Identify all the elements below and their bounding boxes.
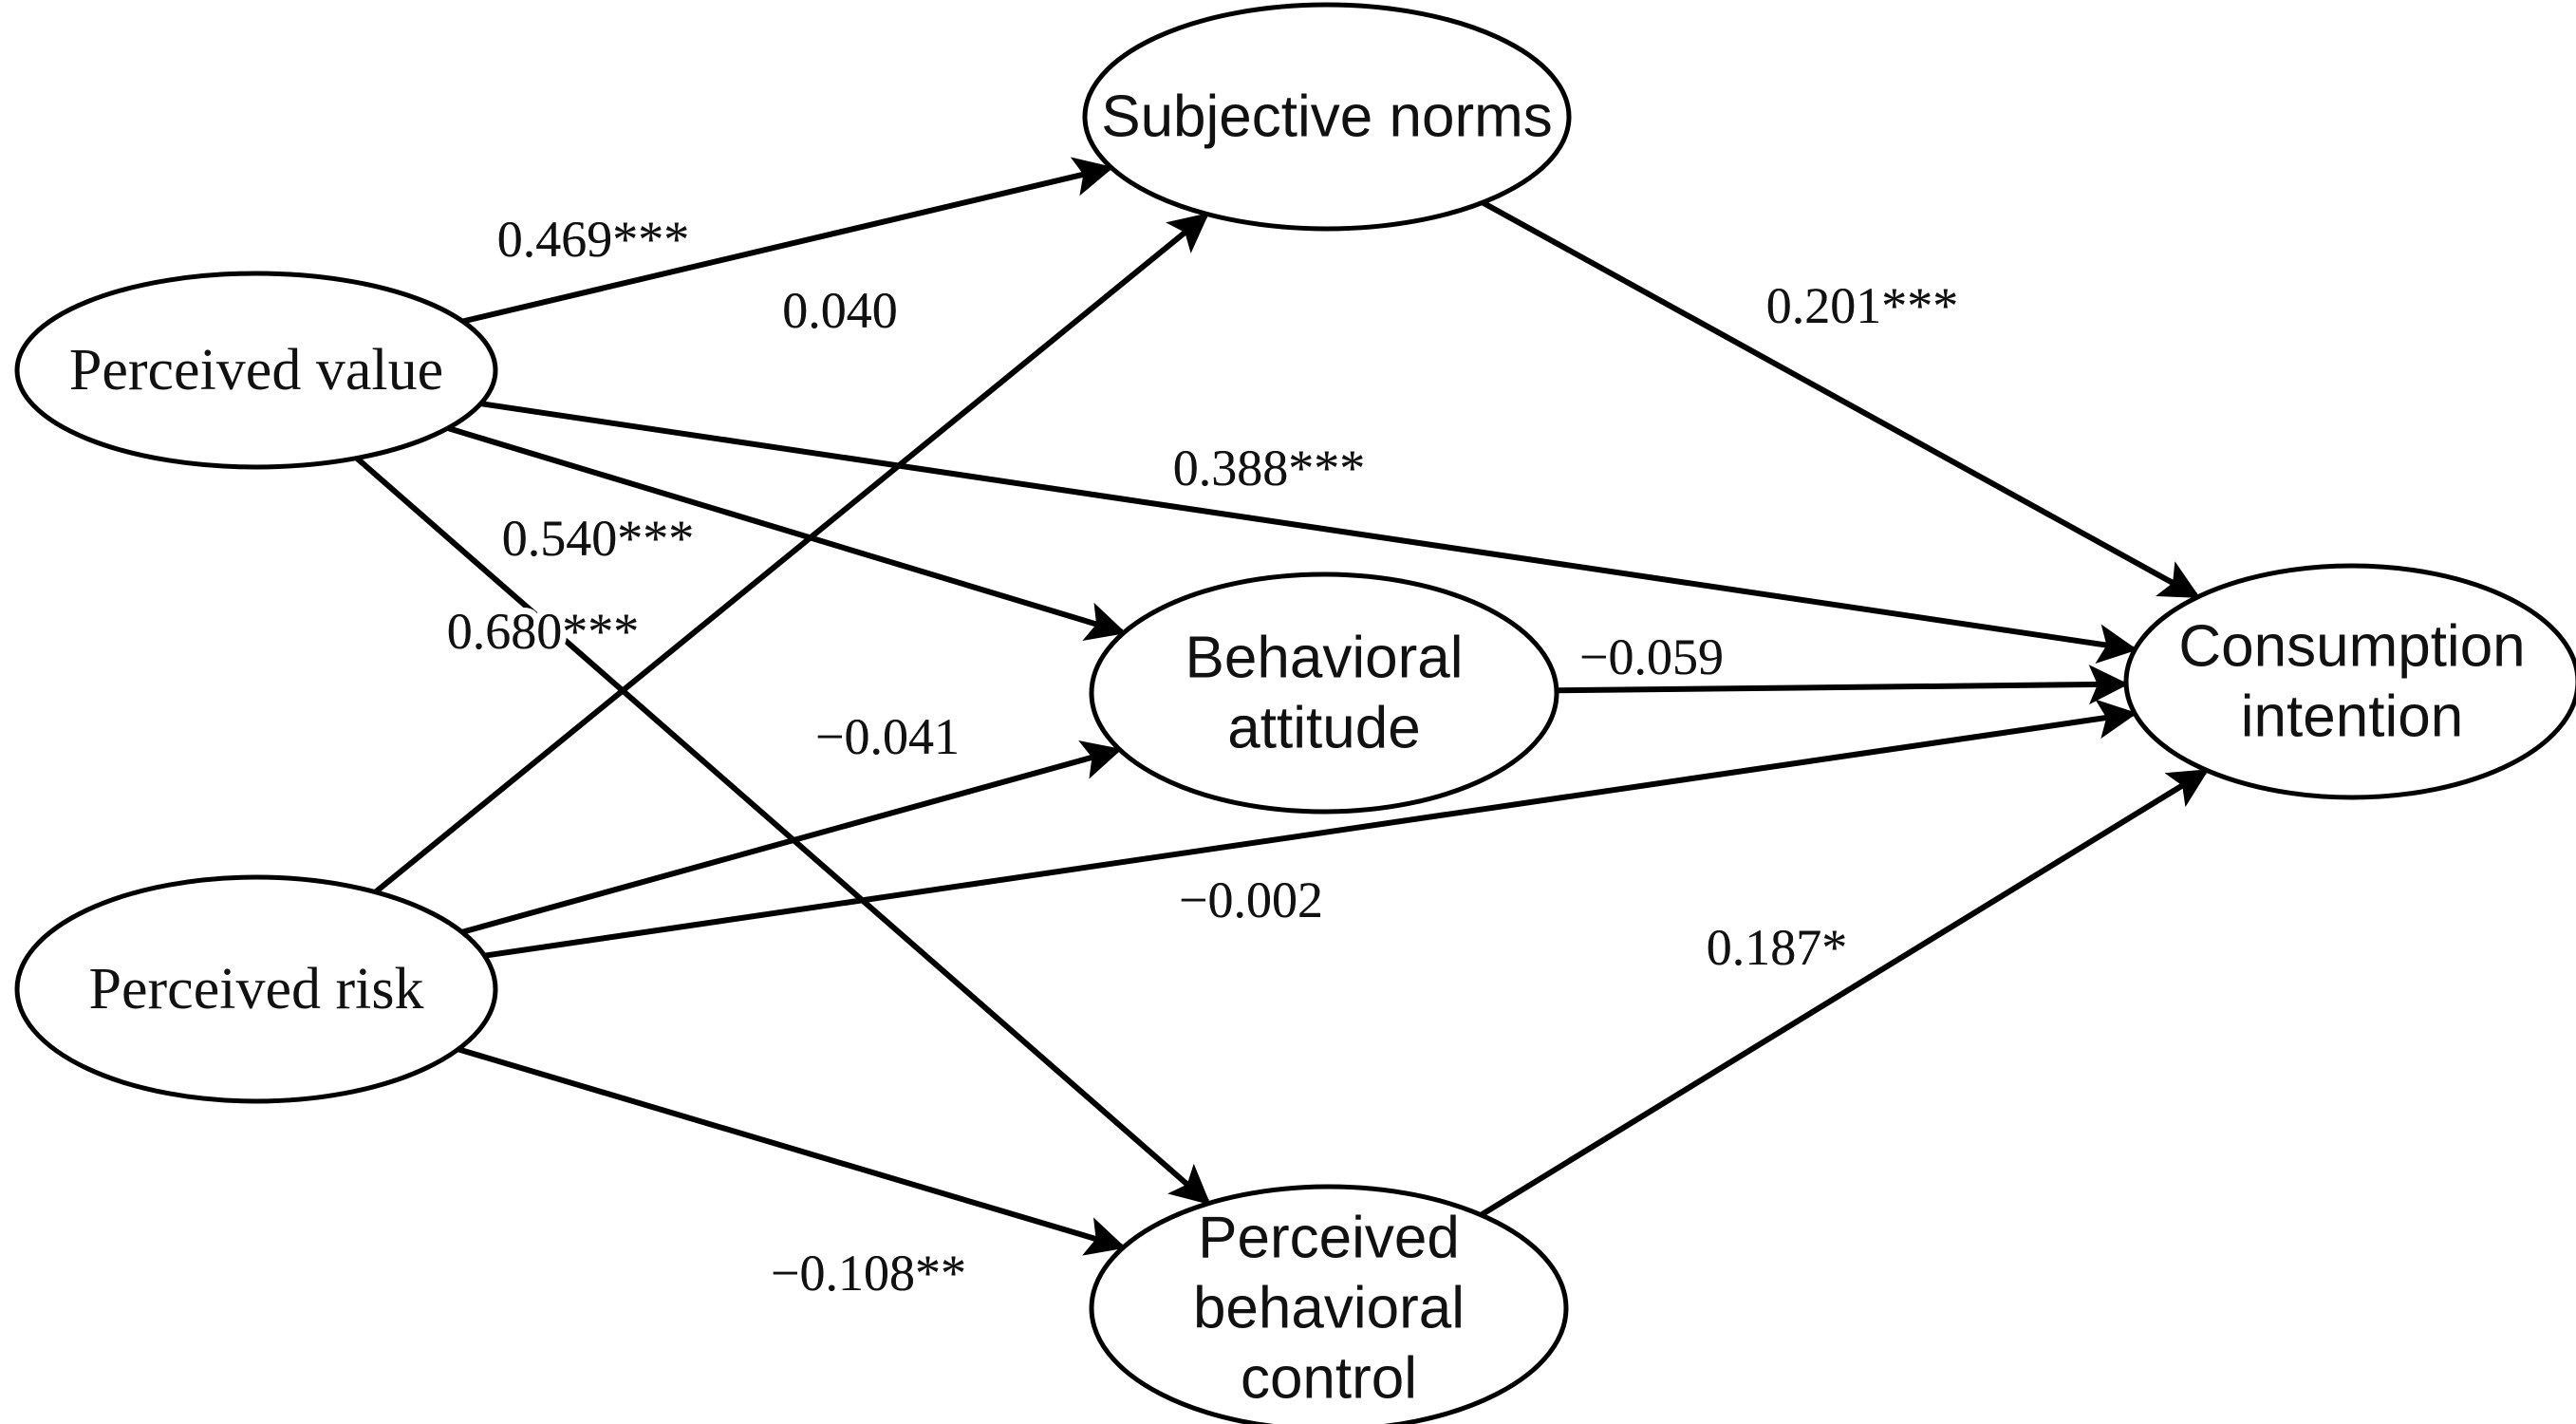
- node-label-consumption_intention: Consumption: [2178, 614, 2525, 680]
- path-coefficient-pv_to_ci: 0.388***: [1173, 440, 1366, 497]
- path-coefficient-halo-pr_to_sn: 0.040: [782, 282, 898, 339]
- node-label-perceived_behavioral_control: control: [1241, 1346, 1417, 1412]
- path-coefficient-pbc_to_ci: 0.187*: [1707, 919, 1848, 976]
- node-label-behavioral_attitude: Behavioral: [1185, 626, 1464, 691]
- path-coefficient-pv_to_ba: 0.540***: [502, 510, 695, 567]
- node-ellipse-perceived_value: [14, 271, 498, 470]
- path-coefficient-pr_to_sn: 0.040: [782, 282, 898, 339]
- node-ellipse-consumption_intention: [2123, 563, 2576, 800]
- construct-node-subjective_norms[interactable]: Subjective norms: [1082, 2, 1572, 232]
- path-arrow-ba_to_ci: [1556, 665, 2129, 705]
- path-edges-layer: [354, 157, 2210, 1256]
- path-coefficient-halo-sn_to_ci: 0.201***: [1766, 277, 1959, 334]
- node-ellipse-perceived_behavioral_control: [1089, 1184, 1569, 1424]
- path-coefficient-sn_to_ci: 0.201***: [1766, 277, 1959, 334]
- path-coefficient-pv_to_sn: 0.469***: [497, 211, 690, 268]
- node-label-perceived_behavioral_control: behavioral: [1193, 1276, 1465, 1341]
- path-coefficient-labels-layer: 0.469***0.469***0.0400.0400.540***0.540*…: [440, 204, 1966, 1308]
- path-arrow-pv_to_ba: [447, 425, 1127, 641]
- path-coefficient-halo-pv_to_ba: 0.540***: [502, 510, 695, 567]
- node-label-perceived_risk: Perceived risk: [89, 957, 424, 1021]
- path-arrow-pr_to_ci: [484, 699, 2137, 959]
- path-coefficient-halo-pr_to_pbc: −0.108**: [771, 1245, 966, 1302]
- node-label-subjective_norms: Subjective norms: [1101, 84, 1553, 150]
- node-ellipse-behavioral_attitude: [1089, 571, 1559, 815]
- path-coefficient-ba_to_ci: −0.059: [1579, 628, 1724, 685]
- path-coefficient-halo-ba_to_ci: −0.059: [1579, 628, 1724, 685]
- node-label-behavioral_attitude: attitude: [1227, 696, 1420, 761]
- path-arrow-pr_to_sn: [373, 213, 1209, 895]
- path-coefficient-halo-pbc_to_ci: 0.187*: [1707, 919, 1848, 976]
- path-arrow-pr_to_pbc: [457, 1046, 1127, 1256]
- construct-node-perceived_value[interactable]: Perceived value: [14, 271, 498, 470]
- node-label-perceived_value: Perceived value: [69, 338, 443, 403]
- node-label-consumption_intention: intention: [2241, 684, 2463, 750]
- path-arrow-pv_to_sn: [461, 157, 1114, 325]
- path-coefficient-halo-pv_to_pbc: 0.680***: [447, 603, 640, 660]
- path-coefficient-pr_to_ba: −0.041: [815, 708, 960, 765]
- node-ellipse-perceived_risk: [14, 874, 498, 1104]
- path-coefficient-halo-pr_to_ci: −0.002: [1179, 871, 1323, 928]
- path-coefficient-halo-pv_to_sn: 0.469***: [497, 211, 690, 268]
- path-arrow-pbc_to_ci: [1479, 769, 2210, 1218]
- path-coefficient-pv_to_pbc: 0.680***: [447, 603, 640, 660]
- construct-node-perceived_risk[interactable]: Perceived risk: [14, 874, 498, 1104]
- node-label-perceived_behavioral_control: Perceived: [1198, 1206, 1460, 1271]
- path-arrow-sn_to_ci: [1481, 199, 2201, 599]
- path-coefficient-halo-pr_to_ba: −0.041: [815, 708, 960, 765]
- path-coefficient-pr_to_pbc: −0.108**: [771, 1245, 966, 1302]
- path-coefficient-halo-pv_to_ci: 0.388***: [1173, 440, 1366, 497]
- path-arrow-pv_to_pbc: [354, 456, 1211, 1206]
- path-arrow-pr_to_ba: [461, 740, 1123, 935]
- path-arrow-pv_to_ci: [480, 401, 2138, 665]
- path-coefficient-pr_to_ci: −0.002: [1179, 871, 1323, 928]
- node-ellipse-subjective_norms: [1082, 2, 1572, 232]
